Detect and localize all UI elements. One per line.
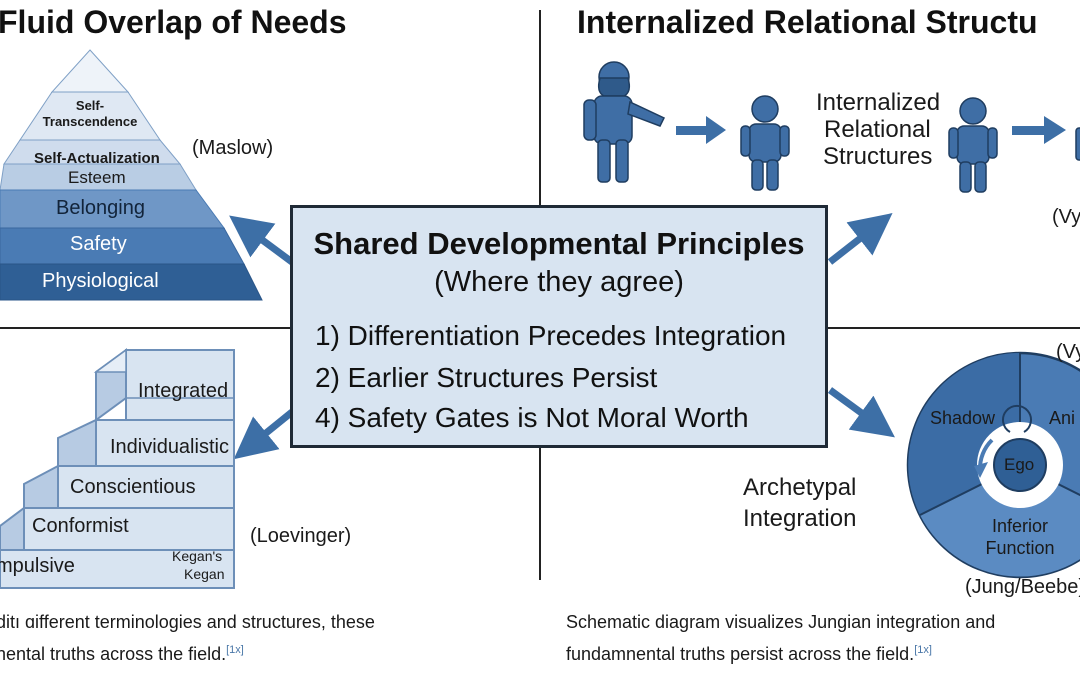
- principle-item-1: 1) Differentiation Precedes Integration: [315, 320, 787, 351]
- vygotsky-middle-label-line1: Internalized: [816, 89, 941, 116]
- jung-label-line1: Archetypal: [743, 474, 857, 501]
- kegan-note-line2: Kegan: [184, 566, 225, 582]
- left-quadrant-title: Fluid Overlap of Needs: [0, 4, 347, 40]
- caption-left: ditı ɑifferent terminologies and structu…: [0, 608, 375, 668]
- citation-ref-left[interactable]: [1x]: [226, 644, 244, 656]
- child-figure-3-partial: [1075, 127, 1080, 161]
- caption-left-line2: nental truths across the field.: [0, 644, 227, 664]
- caption-right-line1: Schematic diagram visualizes Jungian int…: [566, 612, 996, 632]
- maslow-level-belonging: Belonging: [56, 197, 145, 219]
- jung-segment-inferior-function: Inferior Function: [985, 516, 1055, 558]
- teacher-figure: [583, 61, 666, 183]
- jung-attribution: (Jung/Beebe): [965, 576, 1080, 598]
- loevinger-stage-conscientious: Conscientious: [70, 476, 196, 498]
- jung-segment-anima: Ani: [1049, 408, 1076, 428]
- caption-left-line1: ditı ɑifferent terminologies and structu…: [0, 612, 375, 632]
- vygotsky-middle-label-line2: Relational: [824, 116, 931, 143]
- arrow-to-maslow: [229, 215, 295, 265]
- shared-principles-subtitle: (Where they agree): [434, 266, 684, 298]
- maslow-level-safety: Safety: [70, 233, 127, 255]
- caption-right-line2-wrap: fundamnental truths persist across the f…: [566, 636, 995, 668]
- arrow-to-jung: [827, 387, 895, 438]
- vygotsky-attribution-top: (Vy: [1052, 206, 1080, 228]
- loevinger-staircase: [0, 348, 235, 589]
- maslow-level-physiological: Physiological: [42, 270, 159, 292]
- citation-ref-right[interactable]: [1x]: [914, 644, 932, 656]
- kegan-note-line1: Kegan's: [172, 548, 223, 564]
- vygotsky-middle-label-line3: Structures: [823, 143, 933, 170]
- principle-item-2: 2) Earlier Structures Persist: [315, 362, 658, 393]
- maslow-level-self-transcendence: Self- Transcendence: [42, 98, 138, 129]
- loevinger-stage-integrated: Integrated: [138, 380, 229, 402]
- arrow-to-vygotsky: [827, 213, 893, 265]
- vygotsky-attribution-mid: (Vy: [1056, 341, 1080, 363]
- jung-ego-center: Ego: [1004, 455, 1035, 474]
- loevinger-stage-individualistic: Individualistic: [110, 436, 229, 458]
- maslow-pyramid: [0, 49, 263, 301]
- loevinger-stage-conformist: Conformist: [32, 515, 129, 537]
- jung-label-line2: Integration: [743, 505, 857, 532]
- jung-circle: [906, 351, 1080, 579]
- maslow-attribution: (Maslow): [192, 137, 274, 159]
- child-figure-1: [740, 95, 790, 191]
- shared-principles-title: Shared Developmental Principles: [313, 226, 805, 261]
- caption-left-line2-wrap: nental truths across the field.[1x]: [0, 636, 375, 668]
- loevinger-attribution: (Loevinger): [250, 525, 352, 547]
- shared-principles-box: Shared Developmental Principles (Where t…: [290, 205, 828, 448]
- vygotsky-arrows: [676, 116, 1066, 144]
- loevinger-stage-impulsive: mpulsive: [0, 555, 75, 577]
- caption-right: Schematic diagram visualizes Jungian int…: [566, 608, 995, 668]
- principle-item-3: 4) Safety Gates is Not Moral Worth: [315, 402, 749, 433]
- caption-right-line2: fundamnental truths persist across the f…: [566, 644, 915, 664]
- arrow-to-loevinger: [233, 409, 295, 460]
- child-figure-2: [948, 97, 998, 193]
- maslow-level-esteem: Esteem: [68, 168, 126, 187]
- maslow-level-self-actualization: Self-Actualization: [34, 150, 160, 167]
- jung-segment-shadow: Shadow: [930, 408, 996, 428]
- right-quadrant-title: Internalized Relational Structu: [577, 4, 1038, 40]
